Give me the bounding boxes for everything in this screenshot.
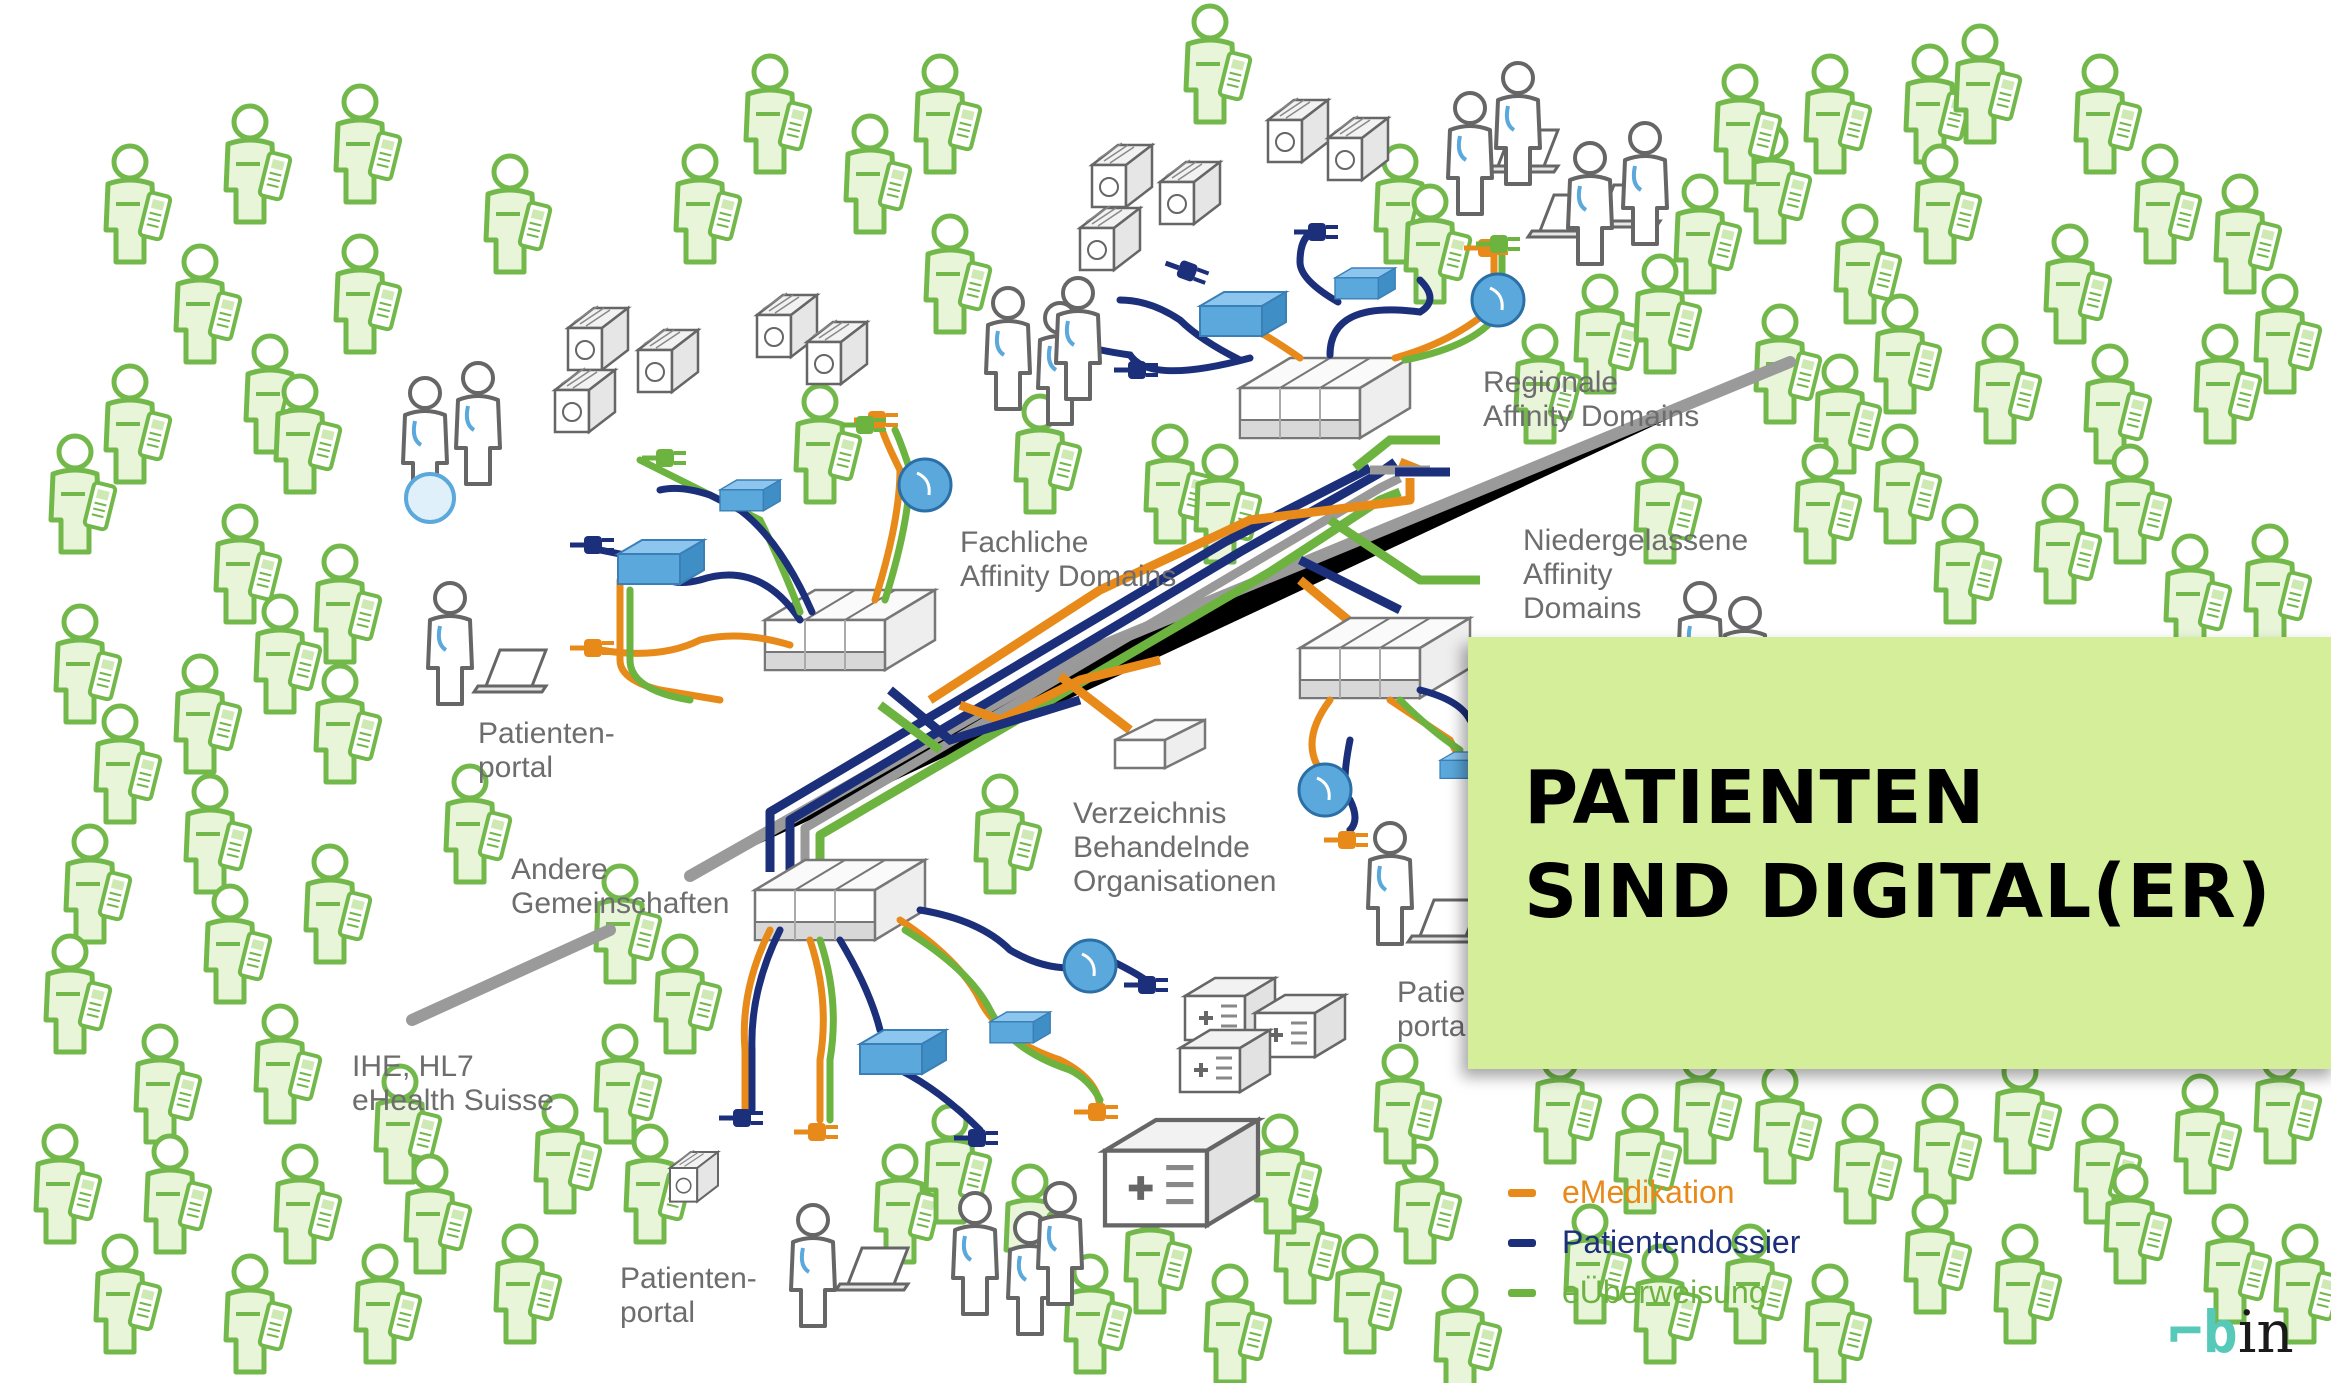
patient-figure-icon (2036, 486, 2101, 602)
patient-figure-icon (2196, 326, 2261, 442)
patient-figure-icon (136, 1026, 201, 1142)
patient-figure-icon (1206, 1266, 1271, 1382)
patient-figure-icon (66, 826, 131, 942)
patient-figure-icon (306, 846, 371, 962)
patient-figure-icon (976, 776, 1041, 892)
patient-figure-icon (176, 246, 241, 362)
label-verzeichnis-behandelnde-organisationen: Verzeichnis Behandelnde Organisationen (1073, 797, 1277, 898)
patient-figure-icon (96, 706, 161, 822)
patient-figure-icon (51, 436, 116, 552)
patient-figure-icon (1756, 1066, 1821, 1182)
patient-figure-icon (276, 1146, 341, 1262)
patient-figure-icon (226, 106, 291, 222)
label-regionale-affinity-domains: Regionale Affinity Domains (1483, 366, 1700, 433)
patient-figure-icon (336, 86, 401, 202)
patient-figure-icon (2176, 1076, 2241, 1192)
patient-figure-icon (106, 366, 171, 482)
patient-figure-icon (176, 656, 241, 772)
patient-figure-icon (796, 386, 861, 502)
patient-figure-icon (206, 886, 271, 1002)
network-layer (401, 61, 1796, 1336)
patient-figure-icon (2246, 526, 2311, 642)
patient-figure-icon (2086, 346, 2151, 462)
patient-figure-icon (1336, 1236, 1401, 1352)
patient-figure-icon (56, 606, 121, 722)
patient-figure-icon (486, 156, 551, 272)
logo-mark-icon: ⌐b (2168, 1298, 2238, 1366)
patient-figure-icon (2136, 146, 2201, 262)
patient-figure-icon (1996, 1226, 2061, 1342)
patient-figure-icon (1066, 1256, 1131, 1372)
patient-figure-icon (846, 116, 911, 232)
patient-figure-icon (256, 1006, 321, 1122)
legend-swatch-emedikation (1508, 1189, 1536, 1197)
patient-figure-icon (1186, 6, 1251, 122)
callout-line-2: SIND DIGITAL(ER) (1524, 849, 2272, 935)
label-niedergelassene-affinity-domains: Niedergelassene Affinity Domains (1523, 524, 1749, 625)
patient-figure-icon (226, 1256, 291, 1372)
patient-figure-icon (186, 776, 251, 892)
patient-figure-icon (1996, 1056, 2061, 1172)
patient-figure-icon (916, 56, 981, 172)
patient-figure-icon (2166, 536, 2231, 652)
patient-figure-icon (336, 236, 401, 352)
brand-logo: ⌐bin (2168, 1300, 2294, 1364)
legend-label-emedikation: eMedikation (1562, 1174, 1735, 1210)
patient-figure-icon (406, 1156, 471, 1272)
label-patientenportal-left: Patienten- portal (478, 717, 615, 784)
patient-figure-icon (146, 1136, 211, 1252)
patient-figure-icon (106, 146, 171, 262)
patient-figure-icon (316, 546, 381, 662)
legend-swatch-patientendossier (1508, 1239, 1536, 1247)
patient-figure-icon (2046, 226, 2111, 342)
callout-line-1: PATIENTEN (1524, 755, 1986, 841)
patient-figure-icon (656, 936, 721, 1052)
legend-label-patientendossier: Patientendossier (1562, 1224, 1801, 1260)
patient-figure-icon (256, 596, 321, 712)
patient-figure-icon (1376, 1046, 1441, 1162)
patient-figure-icon (1916, 1086, 1981, 1202)
label-fachliche-affinity-domains: Fachliche Affinity Domains (960, 526, 1177, 593)
patient-figure-icon (2106, 1166, 2171, 1282)
patient-figure-icon (1956, 26, 2021, 142)
patient-figure-icon (96, 1236, 161, 1352)
patient-figure-icon (46, 936, 111, 1052)
patient-figure-icon (1806, 1266, 1871, 1382)
patient-figure-icon (676, 146, 741, 262)
patient-figure-icon (926, 216, 991, 332)
patient-figure-icon (356, 1246, 421, 1362)
patient-figure-icon (1876, 426, 1941, 542)
label-patientenportal-bottom: Patienten- portal (620, 1262, 757, 1329)
patient-figure-icon (1916, 146, 1981, 262)
patient-figure-icon (276, 376, 341, 492)
patient-figure-icon (2076, 56, 2141, 172)
patient-figure-icon (1436, 1276, 1501, 1383)
callout-box: PATIENTEN SIND DIGITAL(ER) (1468, 637, 2331, 1069)
patient-figure-icon (1806, 56, 1871, 172)
label-andere-gemeinschaften: Andere Gemeinschaften (511, 853, 730, 920)
patient-figure-icon (2216, 176, 2281, 292)
patient-figure-icon (1936, 506, 2001, 622)
patient-figure-icon (496, 1226, 561, 1342)
label-ihe-hl7-ehealth-suisse: IHE, HL7 eHealth Suisse (352, 1050, 554, 1117)
patient-figure-icon (1876, 296, 1941, 412)
legend-label-euberweisung: eÜberweisung (1562, 1274, 1767, 1310)
patient-figure-icon (2256, 276, 2321, 392)
patient-figure-icon (2106, 446, 2171, 562)
patient-figure-icon (316, 666, 381, 782)
patient-figure-icon (1836, 1106, 1901, 1222)
patient-figure-icon (746, 56, 811, 172)
patient-figure-icon (1906, 1196, 1971, 1312)
patient-figure-icon (1976, 326, 2041, 442)
legend-swatch-euberweisung (1508, 1289, 1536, 1297)
logo-text: in (2237, 1298, 2294, 1366)
patient-figure-icon (36, 1126, 101, 1242)
label-patientenportal-right: Patie porta (1397, 976, 1466, 1043)
patient-figure-icon (1676, 176, 1741, 292)
